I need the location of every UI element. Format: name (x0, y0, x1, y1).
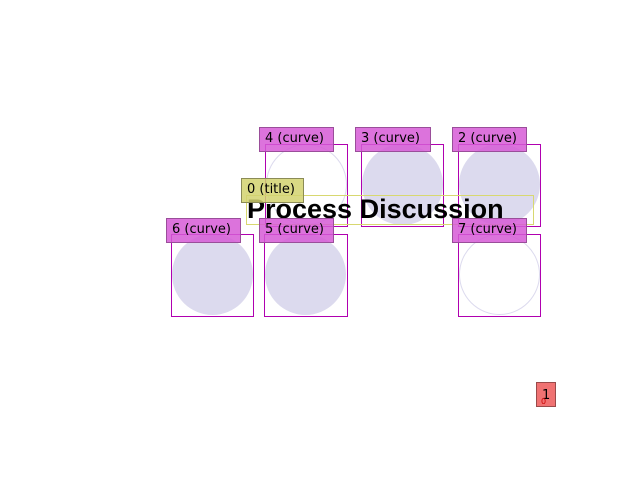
marker-label: 1 (542, 388, 551, 403)
curve-3-tag: 3 (curve) (355, 127, 431, 152)
curve-7-tag: 7 (curve) (452, 218, 527, 243)
curve-3-shape (362, 144, 443, 225)
curve-5-shape (265, 234, 346, 315)
curve-6-bbox (171, 234, 254, 317)
marker-sub-label: 0 (541, 397, 547, 406)
curve-2-shape (459, 144, 540, 225)
title-tag: 0 (title) (241, 178, 304, 203)
curve-2-tag: 2 (curve) (452, 127, 527, 152)
curve-6-shape (172, 234, 253, 315)
curve-5-tag: 5 (curve) (259, 218, 334, 243)
curve-7-bbox (458, 234, 541, 317)
marker-badge: 1 (536, 382, 556, 407)
curve-6-tag: 6 (curve) (166, 218, 241, 243)
curve-4-tag: 4 (curve) (259, 127, 334, 152)
curve-5-bbox (264, 234, 348, 317)
title-bbox (246, 195, 534, 225)
